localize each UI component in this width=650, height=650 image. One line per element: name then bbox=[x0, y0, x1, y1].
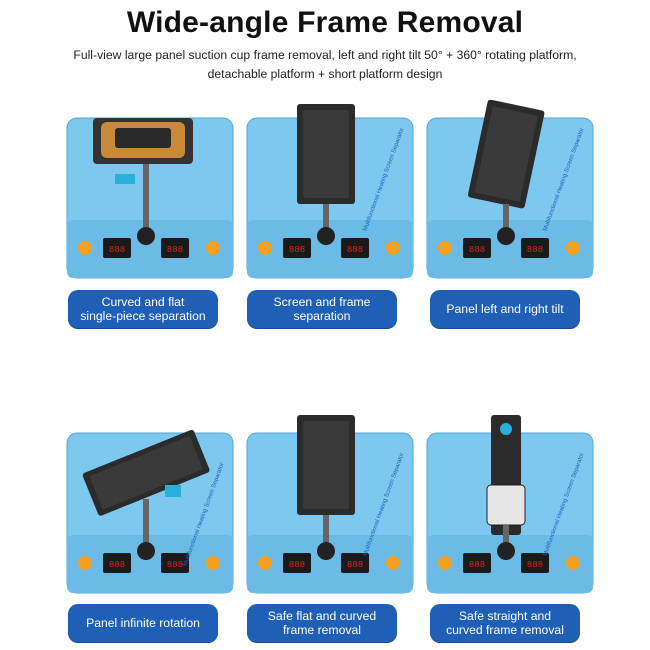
display-left: 888 bbox=[469, 245, 485, 255]
product-image-4: 888 888 Multifunctional Heating Screen S… bbox=[55, 415, 245, 595]
display-left: 888 bbox=[289, 245, 305, 255]
display-left: 888 bbox=[469, 560, 485, 570]
feature-label-line: frame removal bbox=[283, 623, 361, 637]
device-illustration: 888 888 Multifunctional Heating Screen S… bbox=[246, 415, 414, 594]
product-image-3: 888 888 Multifunctional Heating Screen S… bbox=[415, 100, 605, 280]
display-right: 888 bbox=[347, 560, 363, 570]
feature-label-line: Panel infinite rotation bbox=[86, 616, 200, 630]
subtitle-line-2: detachable platform + short platform des… bbox=[207, 67, 443, 81]
feature-label-3: Panel left and right tilt bbox=[430, 290, 580, 328]
device-illustration: 888 888 Multifunctional Heating Screen S… bbox=[426, 415, 594, 594]
page-subtitle: Full-view large panel suction cup frame … bbox=[40, 46, 610, 84]
feature-label-line: Curved and flat bbox=[101, 295, 185, 309]
display-right: 888 bbox=[347, 245, 363, 255]
display-left: 888 bbox=[109, 245, 125, 255]
device-illustration: 888 888 Multifunctional Heating Screen S… bbox=[246, 104, 414, 279]
page-title: Wide-angle Frame Removal bbox=[126, 6, 524, 39]
display-right: 888 bbox=[167, 560, 183, 570]
device-illustration: 888 888 Multifunctional Heating Screen S… bbox=[426, 100, 594, 279]
product-image-6: 888 888 Multifunctional Heating Screen S… bbox=[415, 415, 605, 595]
display-right: 888 bbox=[527, 560, 543, 570]
device-illustration: 888 888 bbox=[66, 117, 234, 279]
device-illustration: 888 888 Multifunctional Heating Screen S… bbox=[66, 429, 234, 594]
feature-label-4: Panel infinite rotation bbox=[68, 604, 218, 642]
display-right: 888 bbox=[167, 245, 183, 255]
product-image-2: 888 888 Multifunctional Heating Screen S… bbox=[235, 100, 425, 280]
subtitle-line-1: Full-view large panel suction cup frame … bbox=[73, 48, 577, 62]
feature-label-line: Panel left and right tilt bbox=[446, 302, 564, 316]
feature-label-line: single-piece separation bbox=[80, 309, 206, 323]
feature-label-line: Safe straight and bbox=[458, 609, 552, 623]
feature-label-line: separation bbox=[293, 309, 351, 323]
feature-label-line: Screen and frame bbox=[273, 295, 371, 309]
display-right: 888 bbox=[527, 245, 543, 255]
display-left: 888 bbox=[289, 560, 305, 570]
product-image-5: 888 888 Multifunctional Heating Screen S… bbox=[235, 415, 425, 595]
feature-label-line: Safe flat and curved bbox=[267, 609, 377, 623]
display-left: 888 bbox=[109, 560, 125, 570]
product-image-1: 888 888 bbox=[55, 100, 245, 280]
feature-label-line: curved frame removal bbox=[446, 623, 564, 637]
